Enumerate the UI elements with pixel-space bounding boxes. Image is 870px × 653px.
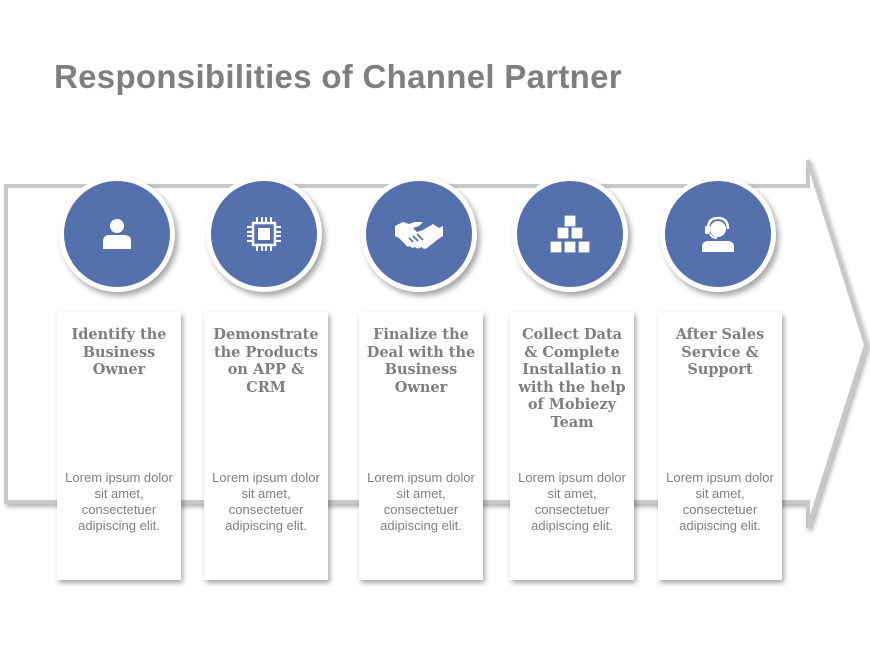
page-title: Responsibilities of Channel Partner: [54, 58, 622, 95]
step-1-heading: Identify the Business Owner: [71, 326, 167, 378]
step-5-heading: After Sales Service & Support: [675, 326, 765, 378]
step-5-body: Lorem ipsum dolor sit amet, consectetuer…: [666, 470, 774, 533]
step-3: Finalize the Deal with the Business Owne…: [359, 170, 487, 590]
step-2-heading: Demonstrate the Products on APP & CRM: [213, 326, 319, 396]
step-3-heading: Finalize the Deal with the Business Owne…: [366, 326, 476, 396]
step-1: Identify the Business Owner Lorem ipsum …: [57, 170, 185, 590]
step-4-card: Collect Data & Complete Installatio n wi…: [510, 312, 634, 580]
step-2-badge: [206, 176, 322, 292]
step-3-body: Lorem ipsum dolor sit amet, consectetuer…: [367, 470, 475, 533]
step-1-body: Lorem ipsum dolor sit amet, consectetuer…: [65, 470, 173, 533]
step-2-body: Lorem ipsum dolor sit amet, consectetuer…: [212, 470, 320, 533]
handshake-icon: [393, 216, 445, 252]
step-4-body: Lorem ipsum dolor sit amet, consectetuer…: [518, 470, 626, 533]
step-5-card: After Sales Service & Support Lorem ipsu…: [658, 312, 782, 580]
boxes-icon: [548, 213, 592, 255]
headset-icon: [698, 214, 738, 254]
step-4: Collect Data & Complete Installatio n wi…: [510, 170, 638, 590]
step-3-card: Finalize the Deal with the Business Owne…: [359, 312, 483, 580]
chip-icon: [244, 214, 284, 254]
step-1-badge: [59, 176, 175, 292]
step-3-badge: [361, 176, 477, 292]
step-4-heading: Collect Data & Complete Installatio n wi…: [518, 326, 626, 431]
step-2: Demonstrate the Products on APP & CRM Lo…: [204, 170, 332, 590]
step-4-badge: [512, 176, 628, 292]
step-2-card: Demonstrate the Products on APP & CRM Lo…: [204, 312, 328, 580]
step-5-badge: [660, 176, 776, 292]
person-icon: [98, 215, 136, 253]
step-5: After Sales Service & Support Lorem ipsu…: [658, 170, 786, 590]
step-1-card: Identify the Business Owner Lorem ipsum …: [57, 312, 181, 580]
